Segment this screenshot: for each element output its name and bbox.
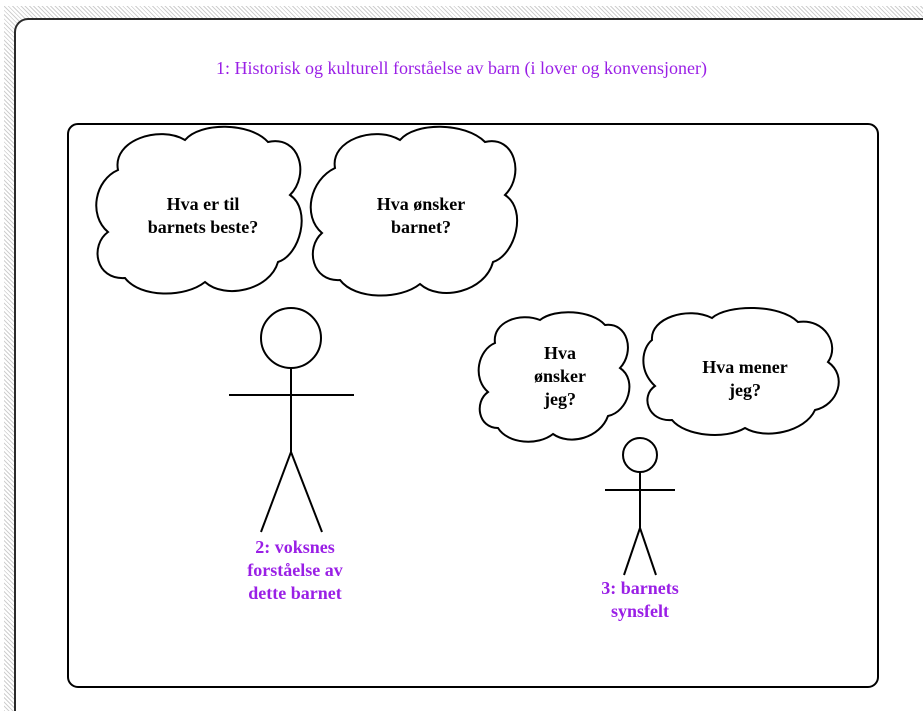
cloud-adult-best-line-1: Hva er til <box>166 194 240 214</box>
cloud-child-wants-line-3: jeg? <box>544 389 576 409</box>
cloud-adult-wants-text: Hva ønsker barnet? <box>336 193 506 239</box>
cloud-child-thinks-line-1: Hva mener <box>702 357 788 377</box>
cloud-child-wants <box>477 311 631 443</box>
child-right-leg <box>639 527 657 576</box>
cloud-adult-best-line-2: barnets beste? <box>147 217 259 237</box>
inner-box <box>67 123 879 688</box>
child-label-line-1: 3: barnets <box>601 578 679 598</box>
child-figure <box>605 437 675 576</box>
adult-right-leg <box>290 451 323 533</box>
cloud-adult-best <box>95 125 303 295</box>
child-head <box>622 437 658 473</box>
cloud-child-thinks-text: Hva mener jeg? <box>665 356 825 402</box>
diagram-title: 1: Historisk og kulturell forståelse av … <box>216 58 707 78</box>
cloud-child-wants-text: Hva ønsker jeg? <box>500 342 620 411</box>
adult-label-line-1: 2: voksnes <box>255 537 335 557</box>
cloud-child-thinks <box>642 307 840 436</box>
child-label-line-2: synsfelt <box>611 601 669 621</box>
adult-head <box>260 307 322 369</box>
cloud-adult-best-text: Hva er til barnets beste? <box>118 193 288 239</box>
adult-label-line-2: forståelse av <box>247 560 343 580</box>
child-left-leg <box>623 527 641 576</box>
cloud-adult-wants-line-2: barnet? <box>391 217 451 237</box>
adult-label: 2: voksnes forståelse av dette barnet <box>210 536 380 605</box>
adult-label-line-3: dette barnet <box>248 583 342 603</box>
cloud-child-thinks-line-2: jeg? <box>729 380 761 400</box>
cloud-adult-wants-line-1: Hva ønsker <box>376 194 466 214</box>
cloud-child-wants-line-1: Hva <box>543 343 576 363</box>
cloud-child-wants-line-2: ønsker <box>533 366 586 386</box>
cloud-adult-wants <box>309 125 519 297</box>
adult-figure <box>229 307 354 533</box>
adult-left-leg <box>260 451 292 533</box>
child-label: 3: barnets synsfelt <box>575 577 705 623</box>
